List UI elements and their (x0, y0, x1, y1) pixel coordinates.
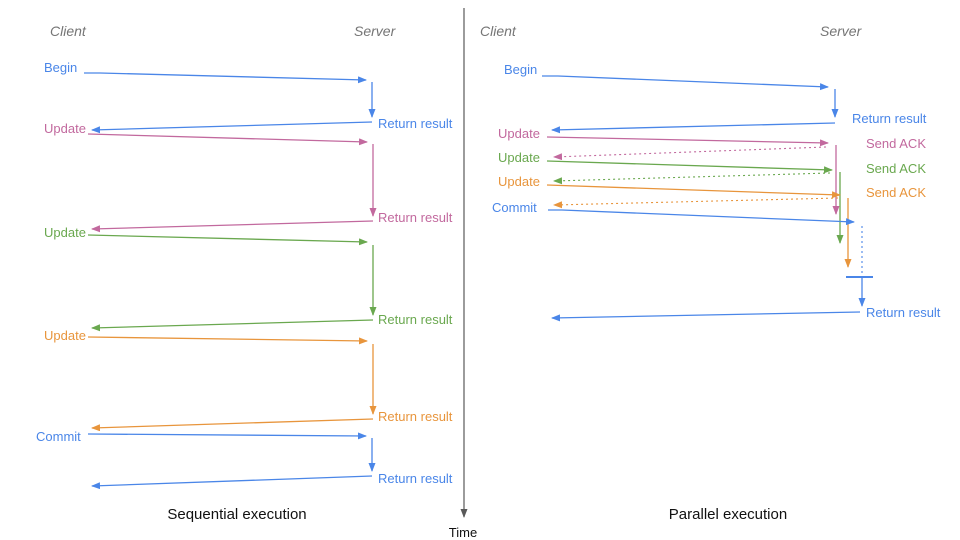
seq-begin-return-arrow (91, 121, 373, 134)
par-commit-label: Commit (492, 200, 537, 215)
seq-begin-response-label: Return result (378, 116, 453, 131)
par-update2-ack-arrow (553, 172, 831, 185)
par-begin-response-label: Return result (852, 111, 927, 126)
seq-begin-label: Begin (44, 60, 77, 75)
seq-commit-request-arrow (87, 432, 367, 440)
par-update3-request-arrow (546, 184, 841, 199)
seq-update3-return-arrow (91, 418, 374, 432)
seq-update1-response-label: Return result (378, 210, 453, 225)
seq-server-header: Server (354, 23, 397, 39)
seq-client-header: Client (50, 23, 87, 39)
seq-update3-request-arrow (87, 336, 368, 345)
par-caption: Parallel execution (669, 506, 787, 523)
par-begin-return-arrow (551, 122, 836, 134)
par-update1-ack-arrow (553, 146, 827, 161)
seq-update1-request-arrow (87, 133, 368, 146)
seq-commit-response-label: Return result (378, 471, 453, 486)
par-commit-return-arrow (551, 311, 861, 322)
seq-caption: Sequential execution (167, 506, 306, 523)
seq-update2-request-arrow (87, 234, 368, 246)
par-server-header: Server (820, 23, 863, 39)
par-update2-label: Update (498, 150, 540, 165)
par-commit-request-arrow (548, 209, 855, 226)
seq-update1-label: Update (44, 121, 86, 136)
par-update1-label: Update (498, 126, 540, 141)
seq-update1-return-arrow (91, 220, 374, 233)
par-update1-response-label: Send ACK (866, 136, 926, 151)
seq-begin-request-arrow (84, 72, 367, 84)
par-commit-response-label: Return result (866, 305, 941, 320)
seq-update2-label: Update (44, 225, 86, 240)
seq-update3-label: Update (44, 328, 86, 343)
seq-commit-return-arrow (91, 475, 373, 490)
par-update3-ack-arrow (553, 197, 839, 209)
par-update1-request-arrow (546, 136, 829, 147)
par-update3-response-label: Send ACK (866, 185, 926, 200)
time-axis-label: Time (449, 525, 477, 540)
par-update3-label: Update (498, 174, 540, 189)
par-client-header: Client (480, 23, 517, 39)
par-update2-response-label: Send ACK (866, 161, 926, 176)
seq-update3-response-label: Return result (378, 409, 453, 424)
seq-update2-response-label: Return result (378, 312, 453, 327)
par-begin-request-arrow (542, 75, 829, 91)
seq-commit-label: Commit (36, 429, 81, 444)
par-update2-request-arrow (546, 160, 833, 174)
seq-update2-return-arrow (91, 319, 374, 332)
par-begin-label: Begin (504, 62, 537, 77)
